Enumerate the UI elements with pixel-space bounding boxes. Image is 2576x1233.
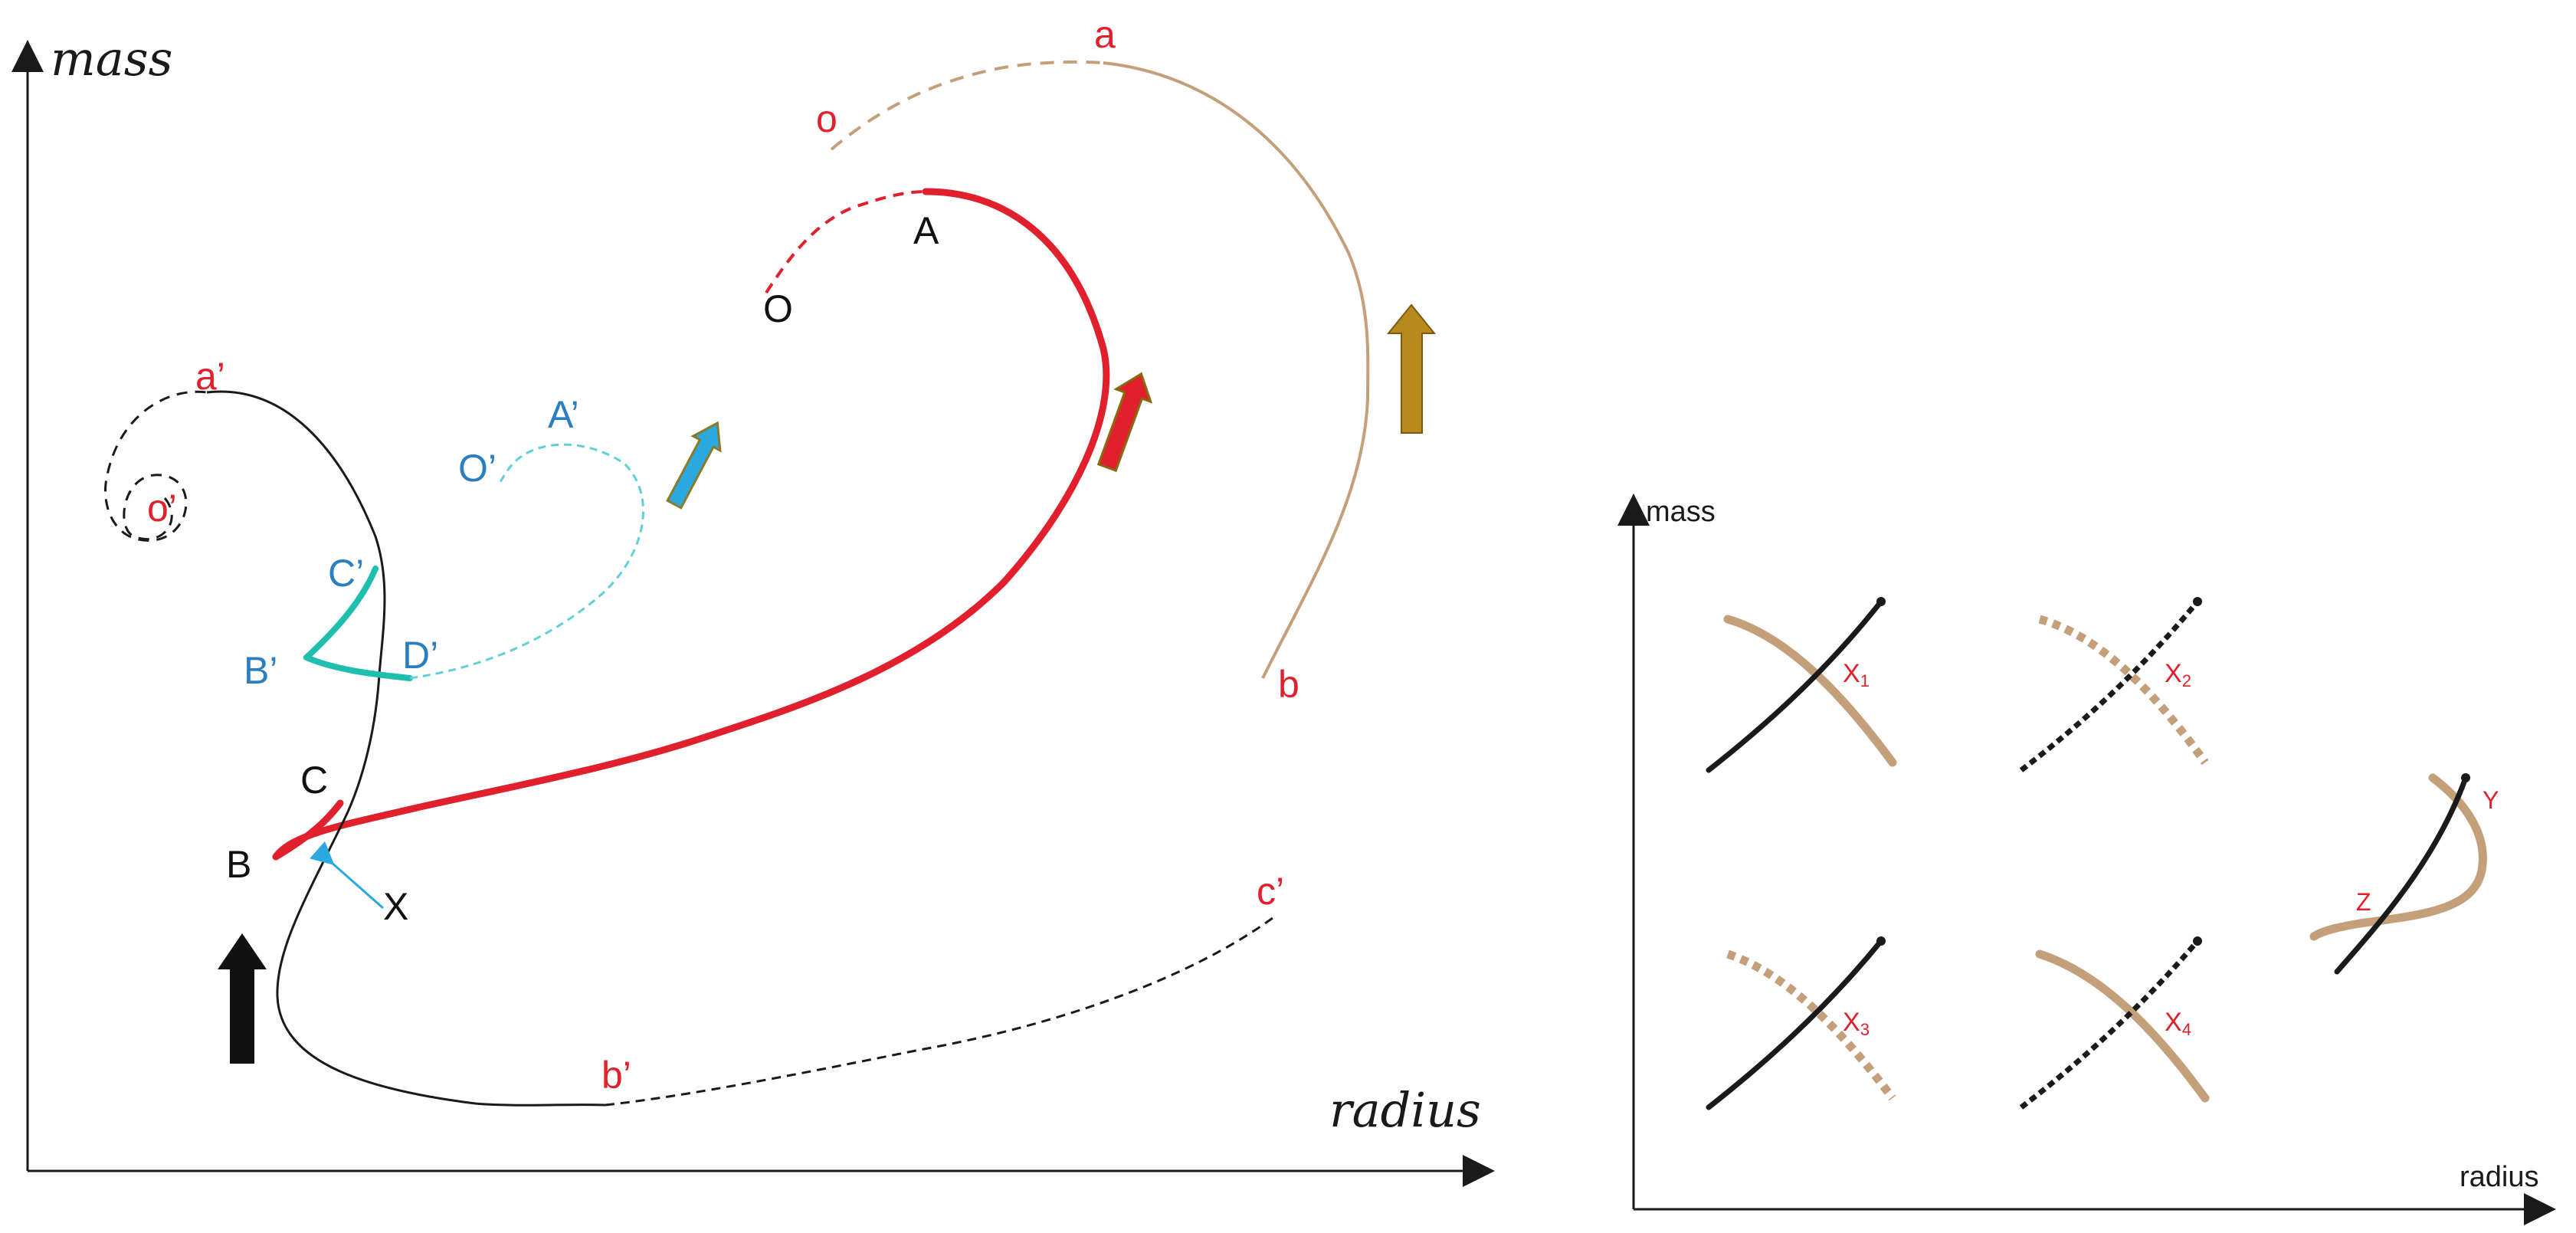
cyan-dashed-D-O <box>409 443 644 680</box>
label-D-prime: D’ <box>402 634 438 677</box>
red-diagonal-arrow <box>1096 372 1153 473</box>
label-O-prime: O’ <box>458 447 497 490</box>
teal-curve-C-B <box>303 566 379 661</box>
label-x2-sub: 2 <box>2182 671 2191 690</box>
tan-curve-dashed-o-a <box>830 60 1104 151</box>
label-z: Z <box>2356 888 2371 916</box>
right-axis-x-label: radius <box>2460 1161 2539 1193</box>
label-y: Y <box>2483 786 2499 814</box>
label-b: b <box>1278 663 1299 706</box>
label-x4-sub: 4 <box>2182 1020 2191 1039</box>
svg-text:X3: X3 <box>1843 1008 1870 1039</box>
label-x4: X <box>2165 1008 2182 1037</box>
black-curve-dashed-b-c <box>605 914 1277 1107</box>
svg-text:X2: X2 <box>2165 659 2191 690</box>
left-axis-x-label: radius <box>1329 1082 1481 1138</box>
crossing-x1: X1 <box>1706 597 1897 773</box>
right-axis-y-label: mass <box>1646 496 1716 528</box>
label-A: A <box>913 209 939 252</box>
label-B-prime: B’ <box>244 649 277 692</box>
svg-text:X4: X4 <box>2165 1008 2191 1039</box>
crossing-x3: X3 <box>1706 936 1896 1110</box>
svg-text:X1: X1 <box>1843 659 1870 690</box>
label-x1-sub: 1 <box>1860 671 1870 690</box>
blue-diagonal-arrow <box>666 421 722 510</box>
label-c-prime: c’ <box>1257 870 1284 913</box>
teal-curve-B-D <box>303 654 413 681</box>
label-x2: X <box>2165 659 2182 688</box>
label-x3-sub: 3 <box>1860 1020 1870 1039</box>
red-curve-solid-A-B <box>272 188 1110 861</box>
label-C: C <box>300 759 328 802</box>
red-curve-dashed-O-A <box>765 190 926 294</box>
label-B: B <box>226 843 251 886</box>
crossing-x2: X2 <box>2019 597 2209 772</box>
x-pointer-arrow <box>310 841 384 910</box>
label-A-prime: A’ <box>548 393 579 436</box>
label-o: o <box>816 97 837 140</box>
gold-up-arrow <box>1386 303 1437 434</box>
label-X: X <box>383 885 408 928</box>
label-x1: X <box>1843 659 1860 688</box>
label-O: O <box>763 287 793 330</box>
left-diagram: mass radius a o <box>11 13 1495 1187</box>
black-up-arrow <box>218 933 267 1064</box>
label-a-prime: a’ <box>195 355 225 398</box>
red-curve-solid-B-C <box>272 799 344 861</box>
left-axis-y-label: mass <box>51 31 172 87</box>
crossing-yz: Y Z <box>2309 773 2499 975</box>
crossing-x4: X4 <box>2019 936 2210 1110</box>
tan-curve-solid-a-b <box>1103 61 1370 679</box>
label-b-prime: b’ <box>601 1054 631 1097</box>
right-diagram: mass radius X1 X2 X3 X4 <box>1617 494 2556 1225</box>
label-a: a <box>1094 13 1116 56</box>
black-curve-solid-a-b <box>206 390 606 1107</box>
label-C-prime: C’ <box>328 552 364 595</box>
label-o-prime: o’ <box>147 487 177 530</box>
label-x3: X <box>1843 1008 1860 1037</box>
